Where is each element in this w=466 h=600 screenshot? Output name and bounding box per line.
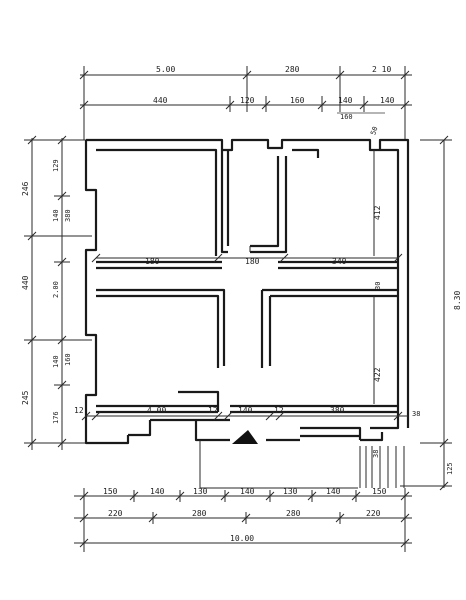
dim-bot1-6: 140 — [326, 487, 341, 496]
dim-left-1: 246 — [21, 181, 30, 196]
entrance-arrow-icon — [232, 430, 258, 444]
top-dimension-lines: 5.00 280 2 10 440 120 160 140 140 160 50 — [79, 65, 412, 140]
dim-mid-3: 340 — [332, 257, 347, 266]
dim-bot2-2: 280 — [192, 509, 207, 518]
interior-dimensions: 180 180 340 412 30 422 12 4.00 12 140 12… — [74, 150, 420, 458]
dim-top-2: 280 — [285, 65, 300, 74]
dim-top-3: 2 10 — [372, 65, 391, 74]
dim-left-2: 440 — [21, 275, 30, 290]
dim-top2-5: 140 — [380, 96, 395, 105]
dim-top2-sub: 160 — [340, 113, 353, 121]
dim-left-in-6: 160 — [64, 353, 72, 366]
bottom-dimension-lines: 150 140 130 140 130 140 150 220 280 280 … — [74, 487, 412, 552]
dim-top2-4: 140 — [338, 96, 353, 105]
outer-walls — [84, 138, 410, 445]
dim-bot-in-5: 12 — [274, 406, 284, 415]
dim-bot1-3: 130 — [193, 487, 208, 496]
dim-top2-2: 120 — [240, 96, 255, 105]
dim-top-1: 5.00 — [156, 65, 175, 74]
dim-top2-1: 440 — [153, 96, 168, 105]
dim-left-in-7: 176 — [52, 411, 60, 424]
dim-right-in-4: 38 — [412, 410, 420, 418]
dim-bot-in-3: 12 — [208, 406, 218, 415]
dim-right-in-2: 30 — [374, 282, 382, 290]
dim-right-in-1: 412 — [373, 205, 382, 220]
dim-bot2-3: 280 — [286, 509, 301, 518]
dim-bot3: 10.00 — [230, 534, 254, 543]
dim-left-in-2: 140 — [52, 209, 60, 222]
dim-right-in-3: 422 — [373, 367, 382, 382]
interior-walls — [96, 148, 398, 414]
dim-right-1: 8.30 — [453, 291, 462, 310]
dim-bot-in-2: 4.00 — [147, 406, 166, 415]
dim-bot-in-6: 380 — [330, 406, 345, 415]
left-dimension-lines: 246 440 245 129 140 380 2.00 140 160 176 — [21, 135, 92, 450]
dim-bot1-4: 140 — [240, 487, 255, 496]
dim-left-in-4: 2.00 — [52, 281, 60, 298]
dim-left-in-1: 129 — [52, 159, 60, 172]
dim-bot1-7: 150 — [372, 487, 387, 496]
dim-bot1-5: 130 — [283, 487, 298, 496]
dim-top2-3: 160 — [290, 96, 305, 105]
right-dimension-lines: 8.30 125 — [400, 135, 462, 491]
dim-left-in-3: 380 — [64, 209, 72, 222]
dim-right-2: 125 — [446, 462, 454, 475]
dim-bot1-1: 150 — [103, 487, 118, 496]
dim-left-3: 245 — [21, 390, 30, 405]
dim-bot-in-4: 140 — [238, 406, 253, 415]
entrance-area — [128, 418, 405, 489]
dim-corner: 50 — [369, 126, 379, 137]
dim-right-in-5: 38 — [372, 450, 380, 458]
dim-left-in-5: 140 — [52, 355, 60, 368]
dim-mid-2: 180 — [245, 257, 260, 266]
dim-bot1-2: 140 — [150, 487, 165, 496]
dim-bot2-1: 220 — [108, 509, 123, 518]
dim-mid-1: 180 — [145, 257, 160, 266]
dim-bot2-4: 220 — [366, 509, 381, 518]
dim-bot-in-1: 12 — [74, 406, 84, 415]
